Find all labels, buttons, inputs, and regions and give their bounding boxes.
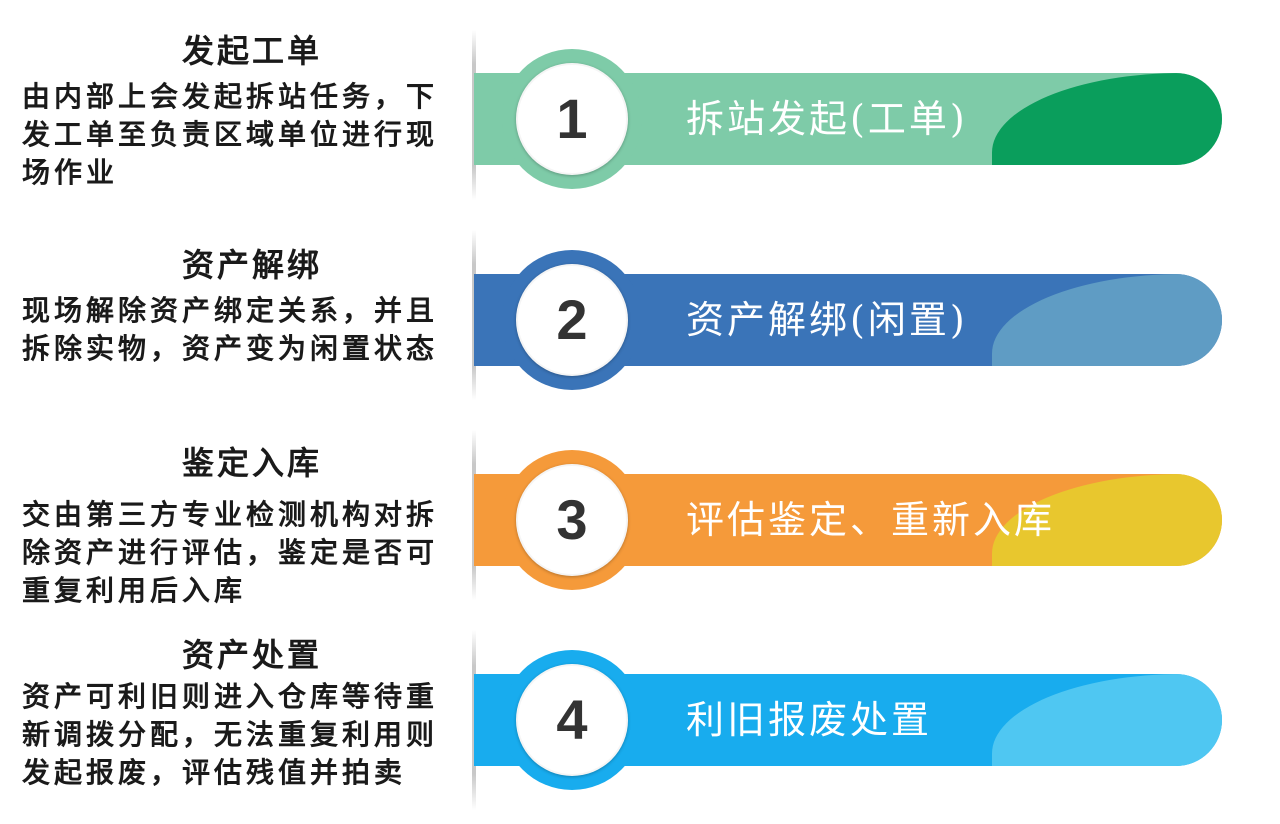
step-3-number: 3: [516, 464, 628, 576]
step-1-desc-line-1: 由内部上会发起拆站任务，下: [22, 80, 439, 113]
step-2-number: 2: [516, 264, 628, 376]
step-4-bar-label: 利旧报废处置: [686, 698, 933, 742]
step-3-desc-line-2: 除资产进行评估，鉴定是否可: [22, 536, 439, 569]
step-3-badge-ring: 3: [502, 450, 642, 590]
step-2-bar-label: 资产解绑(闲置): [686, 298, 968, 342]
step-3: 鉴定入库 交由第三方专业检测机构对拆 除资产进行评估，鉴定是否可 重复利用后入库…: [0, 400, 1280, 607]
step-2-desc-line-1: 现场解除资产绑定关系，并且: [22, 294, 439, 327]
step-4-description: 资产处置 资产可利旧则进入仓库等待重 新调拨分配，无法重复利用则 发起报废，评估…: [22, 630, 462, 792]
step-3-description: 鉴定入库 交由第三方专业检测机构对拆 除资产进行评估，鉴定是否可 重复利用后入库: [22, 438, 462, 610]
step-4: 资产处置 资产可利旧则进入仓库等待重 新调拨分配，无法重复利用则 发起报废，评估…: [0, 600, 1280, 824]
step-1-bar-accent: [992, 73, 1222, 165]
step-2-bar-accent: [992, 274, 1222, 366]
step-2-desc-title: 资产解绑: [181, 246, 322, 284]
step-3-bar-label: 评估鉴定、重新入库: [686, 498, 1056, 542]
step-4-desc-line-2: 新调拨分配，无法重复利用则: [22, 718, 439, 751]
step-4-bar-accent: [992, 674, 1222, 766]
step-3-desc-title: 鉴定入库: [181, 444, 322, 482]
step-2-badge-ring: 2: [502, 250, 642, 390]
step-4-desc-line-3: 发起报废，评估残值并拍卖: [22, 756, 407, 789]
step-1-desc-line-2: 发工单至负责区域单位进行现: [22, 118, 439, 151]
step-1-desc-line-3: 场作业: [22, 156, 119, 189]
step-1-bar-label: 拆站发起(工单): [686, 97, 968, 141]
step-1-badge-ring: 1: [502, 49, 642, 189]
step-2-desc-line-2: 拆除实物，资产变为闲置状态: [22, 332, 439, 365]
step-4-desc-title: 资产处置: [181, 636, 322, 674]
step-1-desc-title: 发起工单: [181, 32, 322, 70]
step-4-desc-line-1: 资产可利旧则进入仓库等待重: [22, 680, 439, 713]
step-1-description: 发起工单 由内部上会发起拆站任务，下 发工单至负责区域单位进行现 场作业: [22, 26, 462, 192]
step-3-desc-line-1: 交由第三方专业检测机构对拆: [22, 498, 439, 531]
step-4-number: 4: [516, 664, 628, 776]
step-4-badge-ring: 4: [502, 650, 642, 790]
step-2-description: 资产解绑 现场解除资产绑定关系，并且 拆除实物，资产变为闲置状态: [22, 240, 462, 368]
step-1: 发起工单 由内部上会发起拆站任务，下 发工单至负责区域单位进行现 场作业 拆站发…: [0, 0, 1280, 200]
step-3-desc-line-3: 重复利用后入库: [22, 574, 247, 607]
step-1-number: 1: [516, 63, 628, 175]
step-2: 资产解绑 现场解除资产绑定关系，并且 拆除实物，资产变为闲置状态 资产解绑(闲置…: [0, 200, 1280, 400]
